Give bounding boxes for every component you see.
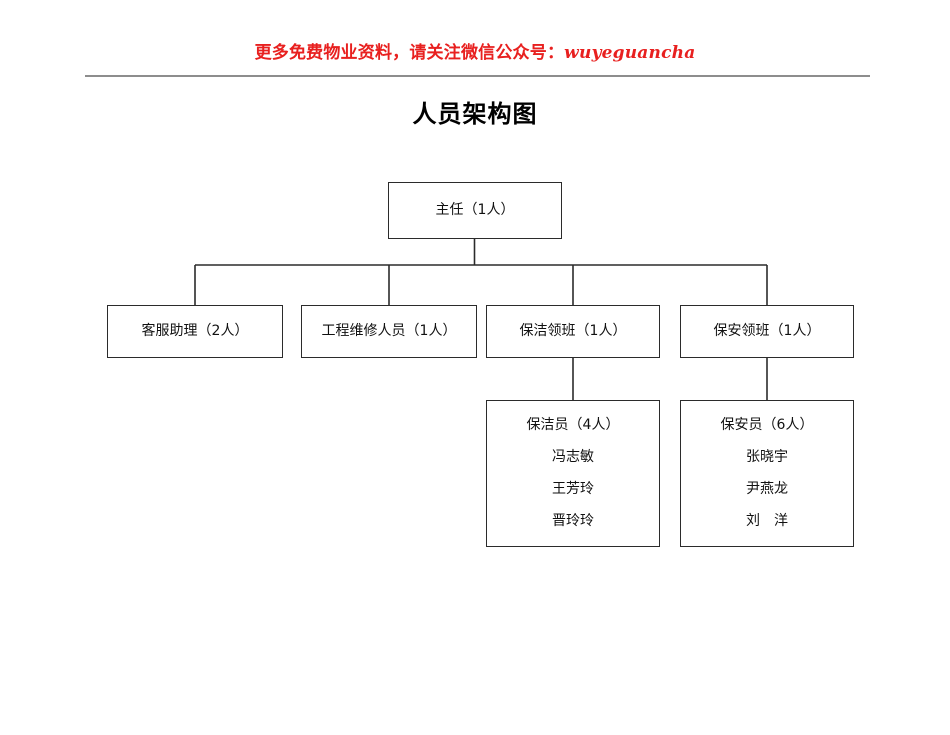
org-node-director[interactable]: 主任（1人） [388,182,562,239]
org-node-label: 工程维修人员（1人） [321,323,457,340]
page-title: 人员架构图 [412,100,538,128]
header-divider [85,75,870,77]
promo-banner-account: wuyeguancha [564,43,696,63]
org-node-member: 刘 洋 [746,512,788,529]
org-node-label: 保安领班（1人） [713,323,821,340]
org-node-label: 保洁领班（1人） [519,323,627,340]
org-node-label: 保洁员（4人） [526,417,620,434]
org-node-label: 保安员（6人） [720,417,814,434]
org-node-security-staff[interactable]: 保安员（6人） 张晓宇 尹燕龙 刘 洋 [680,400,854,547]
org-node-customer-service-assistant[interactable]: 客服助理（2人） [107,305,283,358]
org-node-cleaning-foreman[interactable]: 保洁领班（1人） [486,305,660,358]
org-node-member: 张晓宇 [746,449,788,466]
org-node-member: 尹燕龙 [746,480,788,497]
promo-banner-cn: 更多免费物业资料，请关注微信公众号： [254,43,565,63]
promo-banner: 更多免费物业资料，请关注微信公众号：wuyeguancha [0,38,950,63]
org-node-security-foreman[interactable]: 保安领班（1人） [680,305,854,358]
org-node-label: 主任（1人） [435,202,515,219]
org-node-member: 晋玲玲 [552,512,594,529]
org-node-engineering-maintenance[interactable]: 工程维修人员（1人） [301,305,477,358]
org-node-member: 王芳玲 [552,480,594,497]
org-node-cleaning-staff[interactable]: 保洁员（4人） 冯志敏 王芳玲 晋玲玲 [486,400,660,547]
org-node-member: 冯志敏 [552,449,594,466]
org-node-label: 客服助理（2人） [141,323,249,340]
